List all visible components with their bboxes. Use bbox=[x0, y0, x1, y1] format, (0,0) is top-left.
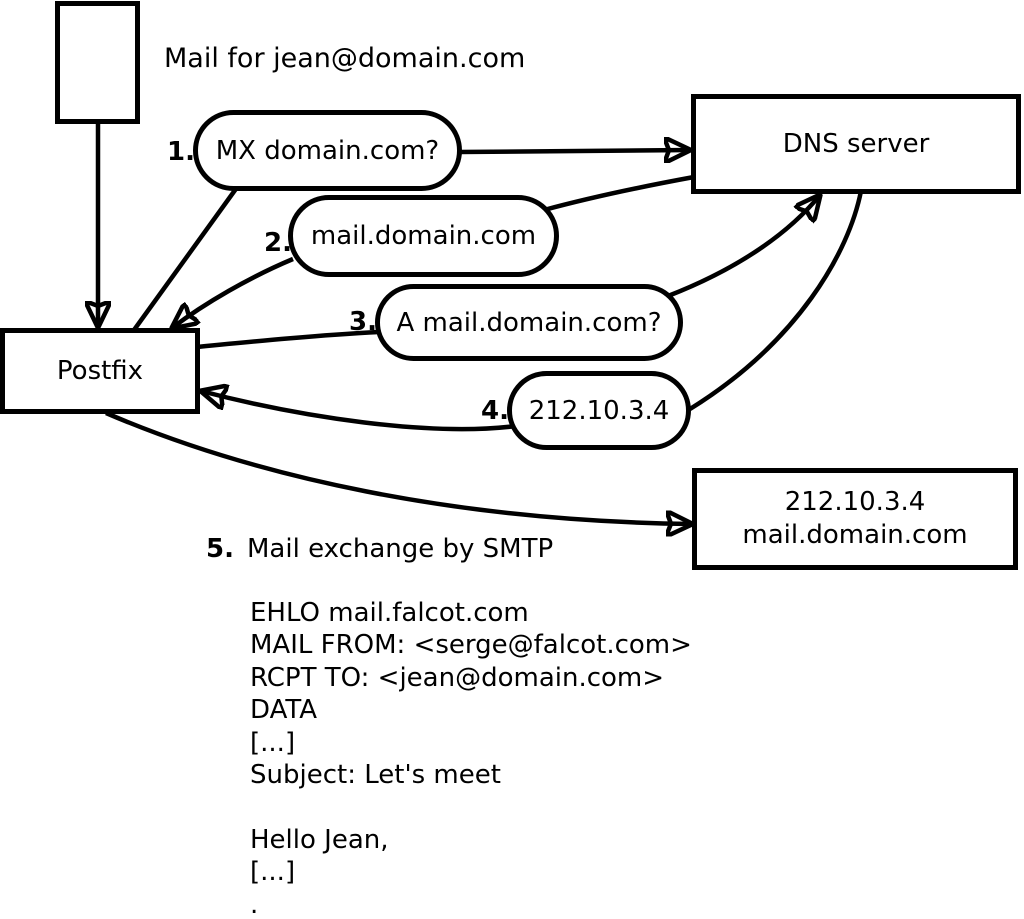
postfix-node: Postfix bbox=[0, 328, 200, 414]
mail-server-ip: 212.10.3.4 bbox=[784, 487, 926, 517]
mail-server-node: 212.10.3.4 mail.domain.com bbox=[692, 468, 1018, 570]
mail-message-node bbox=[55, 1, 140, 124]
query-mx-label: MX domain.com? bbox=[215, 135, 440, 166]
arrow-answer2-to-postfix bbox=[172, 256, 294, 328]
answer-a-label: 212.10.3.4 bbox=[528, 395, 670, 426]
edge-postfix-to-query3 bbox=[196, 329, 380, 350]
smtp-line-ellipsis-1: [...] bbox=[250, 727, 296, 758]
step-number-4: 4. bbox=[481, 396, 509, 426]
dns-server-node: DNS server bbox=[691, 94, 1021, 194]
arrow-query3-to-dns bbox=[667, 195, 820, 299]
smtp-line-ellipsis-2: [...] bbox=[250, 857, 296, 888]
smtp-line-greeting: Hello Jean, bbox=[250, 824, 389, 855]
mail-server-host: mail.domain.com bbox=[742, 520, 968, 550]
arrow-postfix-to-mailserver-smtp bbox=[105, 410, 692, 524]
arrow-query1-to-dns bbox=[458, 150, 690, 152]
smtp-line-subject: Subject: Let's meet bbox=[250, 760, 501, 791]
query-a-pill: A mail.domain.com? bbox=[375, 284, 683, 361]
answer-mx-label: mail.domain.com bbox=[310, 221, 537, 251]
smtp-line-mailfrom: MAIL FROM: <serge@falcot.com> bbox=[250, 630, 692, 661]
smtp-line-ehlo: EHLO mail.falcot.com bbox=[250, 598, 529, 628]
postfix-label: Postfix bbox=[56, 355, 144, 386]
arrow-answer4-to-postfix bbox=[201, 391, 517, 432]
step5-label: Mail exchange by SMTP bbox=[247, 534, 554, 564]
step-number-2: 2. bbox=[264, 228, 292, 258]
smtp-line-blank bbox=[250, 791, 692, 823]
smtp-line-rcptto: RCPT TO: <jean@domain.com> bbox=[250, 662, 665, 693]
step-number-5: 5. bbox=[206, 534, 234, 564]
edge-dns-to-answer4 bbox=[688, 190, 864, 411]
diagram-title: Mail for jean@domain.com bbox=[164, 43, 526, 74]
query-a-label: A mail.domain.com? bbox=[396, 307, 662, 338]
dns-server-label: DNS server bbox=[782, 128, 930, 159]
query-mx-pill: MX domain.com? bbox=[193, 110, 462, 191]
step-number-3: 3. bbox=[349, 307, 377, 337]
edge-dns-to-answer2 bbox=[543, 174, 695, 213]
smtp-line-end-dot: . bbox=[250, 889, 259, 919]
smtp-session-transcript: EHLO mail.falcot.com MAIL FROM: <serge@f… bbox=[250, 597, 692, 919]
answer-mx-pill: mail.domain.com bbox=[288, 195, 559, 277]
smtp-line-data: DATA bbox=[250, 695, 317, 726]
answer-a-pill: 212.10.3.4 bbox=[507, 371, 691, 450]
edge-postfix-to-query1 bbox=[132, 184, 240, 332]
step-number-1: 1. bbox=[167, 137, 195, 167]
